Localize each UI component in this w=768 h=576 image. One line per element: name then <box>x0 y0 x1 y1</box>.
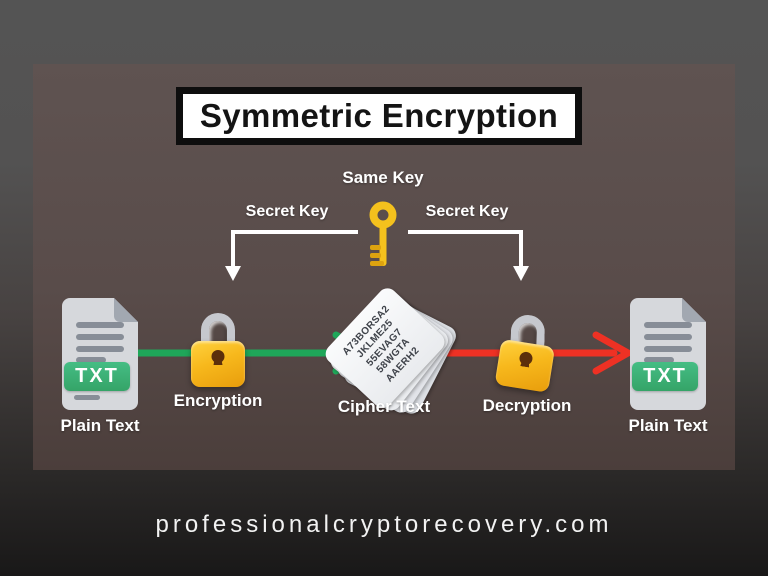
title-box: Symmetric Encryption <box>176 87 582 145</box>
txt-file-icon-left: TXT <box>62 298 138 410</box>
document-text-lines <box>644 322 692 363</box>
cipher-text-label: Cipher Text <box>337 397 431 416</box>
txt-file-icon-right: TXT <box>630 298 706 410</box>
txt-badge: TXT <box>64 362 130 391</box>
document-fold <box>682 298 706 322</box>
lock-body <box>494 338 556 393</box>
plain-text-right-label: Plain Text <box>628 416 708 435</box>
document-shape <box>62 298 138 410</box>
encryption-lock-icon <box>191 313 245 387</box>
secret-key-left-label: Secret Key <box>245 203 329 220</box>
lock-shackle <box>201 313 235 349</box>
encryption-label: Encryption <box>173 391 263 410</box>
decryption-label: Decryption <box>482 396 572 415</box>
document-text-lines <box>74 322 124 400</box>
document-shape <box>630 298 706 410</box>
document-fold <box>114 298 138 322</box>
footer-website: professionalcryptorecovery.com <box>155 511 613 538</box>
plain-text-left-label: Plain Text <box>60 416 140 435</box>
page-title: Symmetric Encryption <box>199 97 559 134</box>
cipher-stack-icon: A73BORSA2 JKLME25 55EVAG7 58WGTA AAERH2 <box>321 284 460 418</box>
secret-key-right-label: Secret Key <box>425 203 509 220</box>
same-key-label: Same Key <box>342 168 424 187</box>
decryption-lock-icon <box>494 311 560 393</box>
keyhole-stem <box>213 351 223 365</box>
cipher-sheet-top: A73BORSA2 JKLME25 55EVAG7 58WGTA AAERH2 <box>321 284 449 412</box>
txt-badge: TXT <box>632 362 698 391</box>
lock-body <box>191 341 245 387</box>
